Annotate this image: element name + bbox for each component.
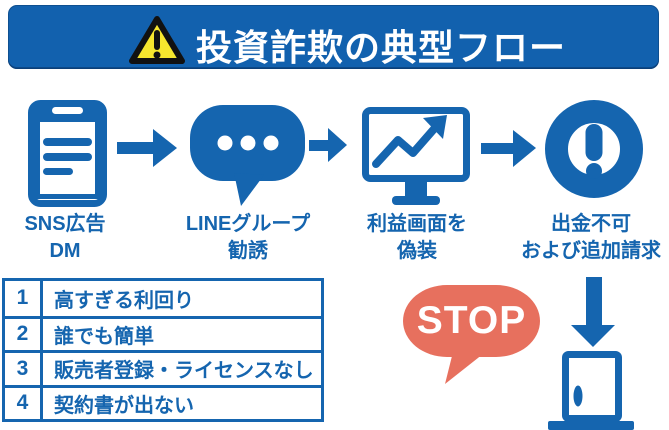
row-text: 契約書が出ない <box>54 394 194 417</box>
stop-bubble-tail <box>445 352 483 384</box>
row-number: 2 <box>5 318 43 350</box>
table-row: 1 高すぎる利回り <box>5 281 321 316</box>
flow-step-label-sns: SNS広告 DM <box>0 211 145 265</box>
monitor-chart-icon <box>362 107 470 205</box>
table-row: 4 契約書が出ない <box>5 384 321 419</box>
flow-step-label-line: および追加請求 <box>521 240 661 262</box>
flow-step-label-line: SNS広告 <box>24 213 106 235</box>
flow-step-label-line: 勧誘 <box>228 240 268 262</box>
stop-label: STOP <box>416 299 527 342</box>
row-number: 4 <box>5 387 43 419</box>
chat-bubble-icon <box>190 105 305 206</box>
warning-triangle-icon <box>129 16 185 64</box>
page-title: 投資詐欺の典型フロー <box>196 27 567 68</box>
down-arrow-icon <box>571 277 615 347</box>
flow-step-label-line: 偽装 <box>397 240 437 262</box>
flow-step-label-line-group: LINEグループ 勧誘 <box>168 211 328 265</box>
exit-door-icon <box>548 351 634 430</box>
flow-arrow-icon <box>117 129 177 167</box>
table-row: 2 誰でも簡単 <box>5 315 321 350</box>
row-text: 高すぎる利回り <box>54 289 194 312</box>
row-text: 販売者登録・ライセンスなし <box>54 360 314 383</box>
flow-arrow-icon <box>481 130 536 167</box>
header-banner: 投資詐欺の典型フロー <box>8 5 659 69</box>
flow-step-label-no-withdrawal: 出金不可 および追加請求 <box>508 211 669 265</box>
table-row: 3 販売者登録・ライセンスなし <box>5 350 321 385</box>
flow-step-label-line: DM <box>49 240 81 262</box>
smartphone-icon <box>28 100 107 207</box>
flow-step-label-fake-profit: 利益画面を 偽装 <box>337 211 497 265</box>
flow-step-label-line: LINEグループ <box>185 213 311 235</box>
flow-arrow-icon <box>309 128 347 162</box>
stop-speech-bubble: STOP <box>403 285 540 357</box>
row-text: 誰でも簡単 <box>54 325 154 348</box>
row-number: 1 <box>5 281 43 316</box>
alert-circle-icon <box>545 100 643 198</box>
row-number: 3 <box>5 353 43 385</box>
flow-step-label-line: 出金不可 <box>551 213 631 235</box>
warning-signs-table: 1 高すぎる利回り 2 誰でも簡単 3 販売者登録・ライセンスなし 4 契約書が… <box>2 278 324 422</box>
flow-step-label-line: 利益画面を <box>367 213 467 235</box>
